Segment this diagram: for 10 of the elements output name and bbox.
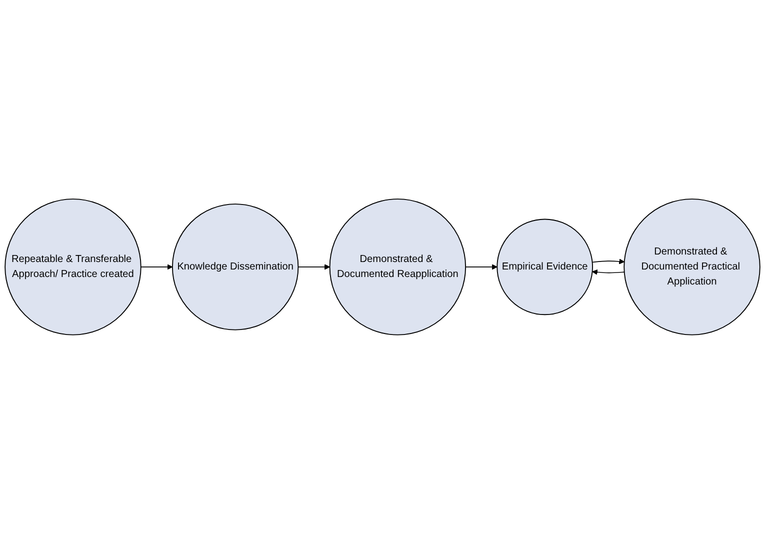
node-circle: Knowledge Dissemination bbox=[172, 203, 299, 330]
node-circle: Empirical Evidence bbox=[496, 218, 594, 315]
arrow bbox=[465, 264, 498, 270]
arrow bbox=[592, 258, 625, 264]
node-circle: Repeatable & Transferable Approach/ Practice created bbox=[4, 198, 142, 335]
node-circle: Demonstrated & Documented Reapplication bbox=[329, 198, 466, 335]
arrow bbox=[592, 268, 625, 274]
arrow bbox=[140, 264, 173, 270]
arrow bbox=[298, 264, 330, 270]
node-circle: Demonstrated & Documented Practical Application bbox=[624, 198, 760, 335]
